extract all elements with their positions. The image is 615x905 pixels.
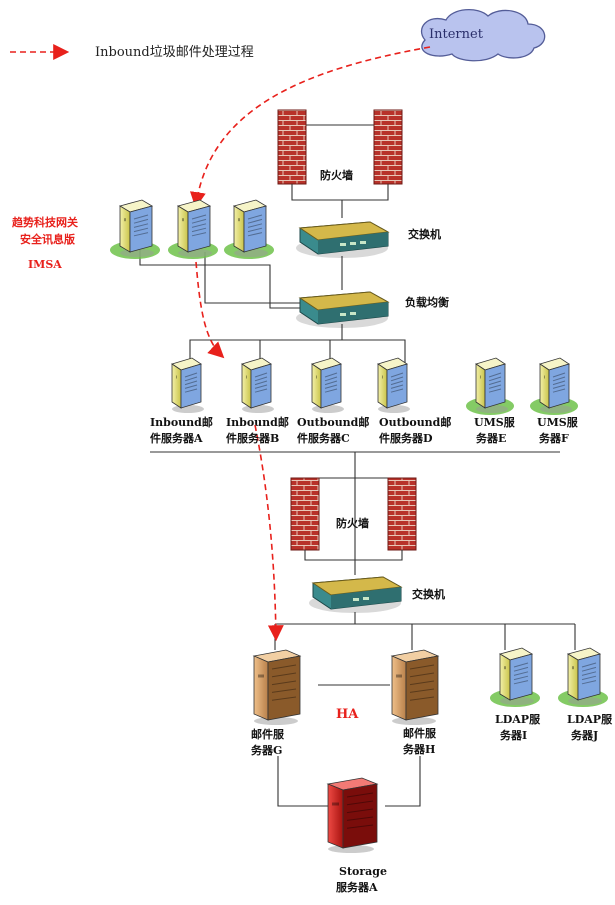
firewall-wall-icon (387, 477, 417, 551)
server-b-label-2: 件服务器B (226, 431, 279, 445)
ldap-j-label-1: LDAP服 (567, 713, 613, 726)
server-a-label-2: 件服务器A (150, 431, 203, 445)
mail-server-g-icon (252, 649, 302, 725)
server-d-label-2: 件服务器D (379, 431, 433, 445)
inbound-server-b-icon (241, 357, 274, 413)
inbound-path-arrow-3 (254, 424, 284, 642)
firewall-wall-icon (290, 477, 320, 551)
mail-h-label-2: 务器H (403, 742, 435, 756)
internet-cloud: Internet (420, 9, 546, 62)
imsa-gateway-server-icon (168, 199, 218, 259)
switch-top (296, 221, 390, 258)
outbound-server-d-icon (377, 357, 410, 413)
mail-g-label-2: 务器G (251, 743, 282, 757)
legend: Inbound垃圾邮件处理过程 (10, 44, 254, 60)
firewall-wall-icon (373, 109, 403, 185)
ldap-server-i-icon (490, 647, 540, 707)
firewall-mid: 防火墙 (290, 477, 417, 561)
server-c-label-1: Outbound邮 (297, 415, 369, 429)
imsa-gateway-server-icon (110, 199, 160, 259)
storage-label-2: 服务器A (336, 880, 378, 894)
servers-layer (110, 199, 608, 853)
switch-top-label: 交换机 (408, 227, 441, 241)
inbound-server-a-icon (171, 357, 204, 413)
cloud-icon (420, 9, 546, 62)
firewall-top: 防火墙 (277, 109, 403, 201)
imsa-line1: 趋势科技网关 (12, 215, 78, 229)
ums-server-e-icon (466, 357, 514, 415)
imsa-gateway-server-icon (224, 199, 274, 259)
firewall-wall-icon (277, 109, 307, 185)
server-f-label-2: 务器F (539, 431, 569, 445)
server-a-label-1: Inbound邮 (150, 415, 213, 429)
switch-mid (309, 576, 403, 613)
ldap-i-label-2: 务器I (500, 728, 527, 742)
storage-label-1: Storage (339, 865, 387, 878)
outbound-server-c-icon (311, 357, 344, 413)
ldap-server-j-icon (558, 647, 608, 707)
server-b-label-1: Inbound邮 (226, 415, 289, 429)
legend-text: Inbound垃圾邮件处理过程 (95, 45, 254, 60)
firewall-mid-label: 防火墙 (336, 516, 369, 530)
ha-label: HA (336, 707, 359, 722)
server-d-label-1: Outbound邮 (379, 415, 451, 429)
storage-server-icon (326, 777, 379, 853)
server-labels: Inbound邮 件服务器A Inbound邮 件服务器B Outbound邮 … (150, 415, 613, 894)
imsa-line2: 安全讯息版 (20, 232, 75, 246)
ldap-i-label-1: LDAP服 (495, 713, 541, 726)
inbound-path-arrow-1 (189, 46, 431, 209)
mail-g-label-1: 邮件服 (251, 727, 285, 741)
inbound-path-arrow-2 (195, 261, 225, 359)
firewall-top-label: 防火墙 (320, 168, 353, 182)
imsa-line3: IMSA (28, 258, 62, 271)
server-e-label-1: UMS服 (474, 416, 516, 429)
server-c-label-2: 件服务器C (297, 431, 350, 445)
server-f-label-1: UMS服 (537, 416, 579, 429)
load-balancer (296, 291, 390, 328)
mail-h-label-1: 邮件服 (403, 726, 437, 740)
ldap-j-label-2: 务器J (571, 728, 598, 742)
ums-server-f-icon (530, 357, 578, 415)
switch-mid-label: 交换机 (412, 587, 445, 601)
mail-server-h-icon (390, 649, 440, 725)
imsa-label: 趋势科技网关 安全讯息版 IMSA (12, 215, 78, 271)
server-e-label-2: 务器E (476, 431, 506, 445)
load-balancer-label: 负载均衡 (405, 295, 449, 309)
internet-label: Internet (429, 27, 484, 42)
